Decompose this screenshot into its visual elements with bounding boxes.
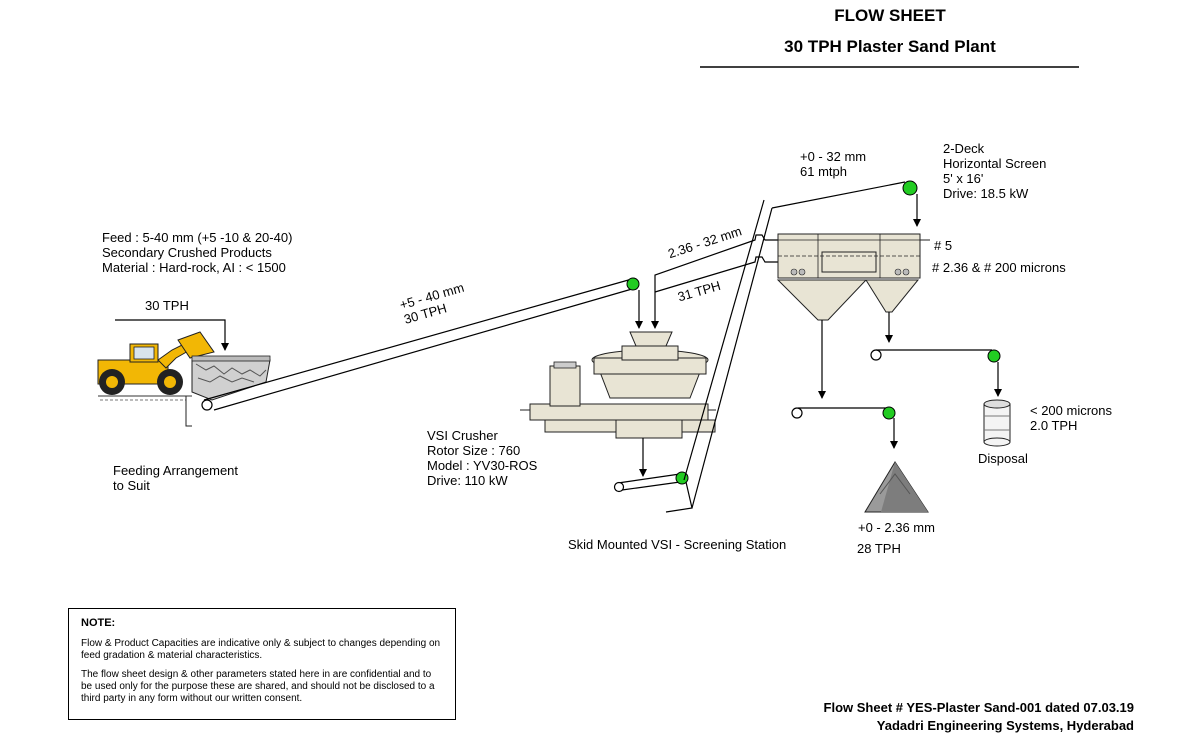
screen-spec: 2-Deck Horizontal Screen 5' x 16' Drive:… xyxy=(943,141,1046,201)
screen-feed-conveyor xyxy=(683,180,918,509)
screen-feed-size: +0 - 32 mm xyxy=(800,149,867,164)
product-size: +0 - 2.36 mm xyxy=(858,520,935,535)
note-capacity: Flow & Product Capacities are indicative… xyxy=(81,638,441,661)
company-name: Yadadri Engineering Systems, Hyderabad xyxy=(876,718,1134,733)
head-pulley-icon xyxy=(626,277,640,291)
screen-type: Horizontal Screen xyxy=(943,156,1047,171)
head-pulley-icon xyxy=(902,180,918,196)
fines-rate: 2.0 TPH xyxy=(1030,418,1078,433)
note-confidential: The flow sheet design & other parameters… xyxy=(81,669,435,704)
page-title: FLOW SHEET xyxy=(834,6,946,25)
fines-conveyor xyxy=(870,349,1001,363)
screen-deck2-label: # 2.36 & # 200 microns xyxy=(932,260,1066,275)
disposal-drum-icon xyxy=(983,399,1011,447)
tail-pulley-icon xyxy=(613,481,625,493)
feed-conveyor xyxy=(201,277,640,411)
fines-spec: < 200 microns 2.0 TPH xyxy=(1030,403,1112,433)
product-conveyor xyxy=(791,406,896,420)
feeding-arrangement-label: Feeding Arrangement to Suit xyxy=(113,463,238,493)
crusher-drive: Drive: 110 kW xyxy=(427,473,508,488)
disposal-label: Disposal xyxy=(978,451,1028,466)
feed-hopper-icon xyxy=(185,355,271,427)
screen-feed-label: +0 - 32 mm 61 mtph xyxy=(800,149,866,179)
head-pulley-icon xyxy=(987,349,1001,363)
tail-pulley-icon xyxy=(870,349,882,361)
vsi-crusher-icon xyxy=(520,331,716,439)
product-rate: 28 TPH xyxy=(857,541,901,556)
tail-pulley-icon xyxy=(201,399,213,411)
note-box: NOTE: Flow & Product Capacities are indi… xyxy=(68,608,456,720)
screen-deck1-label: # 5 xyxy=(934,238,953,253)
screen-decks: 2-Deck xyxy=(943,141,985,156)
feeding-arrangement-line2: to Suit xyxy=(113,478,150,493)
wheel-loader-icon xyxy=(97,331,215,401)
screen-drive: Drive: 18.5 kW xyxy=(943,186,1029,201)
stockpile-icon xyxy=(864,461,929,513)
feed-arrow xyxy=(115,319,229,351)
crusher-name: VSI Crusher xyxy=(427,428,498,443)
crusher-model: Model : YV30-ROS xyxy=(427,458,538,473)
feed-type: Secondary Crushed Products xyxy=(102,245,272,260)
head-pulley-icon xyxy=(882,406,896,420)
fines-size: < 200 microns xyxy=(1030,403,1113,418)
feed-spec: Feed : 5-40 mm (+5 -10 & 20-40) Secondar… xyxy=(102,230,292,275)
oversize-return-arrow xyxy=(651,234,778,329)
tail-pulley-icon xyxy=(791,407,803,419)
flow-sheet-reference: Flow Sheet # YES-Plaster Sand-001 dated … xyxy=(823,700,1134,715)
feed-rate: 30 TPH xyxy=(145,298,189,313)
screen-size: 5' x 16' xyxy=(943,171,984,186)
station-label: Skid Mounted VSI - Screening Station xyxy=(568,537,787,552)
feed-size: Feed : 5-40 mm (+5 -10 & 20-40) xyxy=(102,230,293,245)
note-heading: NOTE: xyxy=(81,617,116,629)
feed-material: Material : Hard-rock, AI : < 1500 xyxy=(102,260,286,275)
page-subtitle: 30 TPH Plaster Sand Plant xyxy=(784,37,996,56)
horizontal-screen-icon xyxy=(776,233,930,321)
crusher-rotor: Rotor Size : 760 xyxy=(427,443,521,458)
screen-feed-rate: 61 mtph xyxy=(800,164,847,179)
feeding-arrangement-line1: Feeding Arrangement xyxy=(113,463,239,478)
discharge-conveyor xyxy=(613,471,693,513)
crusher-spec: VSI Crusher Rotor Size : 760 Model : YV3… xyxy=(427,428,537,488)
